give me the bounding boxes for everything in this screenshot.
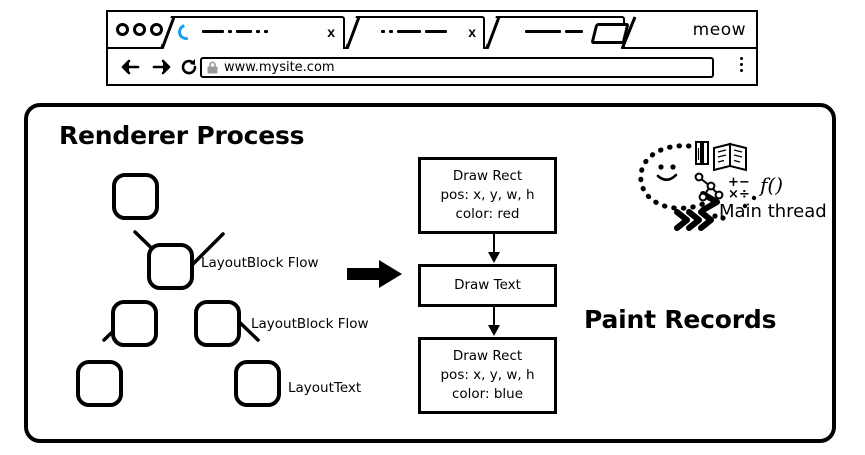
browser-tab-1[interactable]: x	[160, 16, 345, 49]
paint-record-3-op: Draw Rect	[452, 347, 523, 364]
url-input[interactable]: www.mysite.com	[200, 57, 714, 78]
tab-2-title	[381, 30, 447, 33]
svg-text:+−: +−	[728, 175, 750, 190]
svg-text:f(): f()	[758, 173, 783, 197]
paint-record-box-2: Draw Text	[418, 264, 557, 307]
tree-graph-icon	[694, 172, 724, 202]
kebab-menu-icon[interactable]	[740, 57, 743, 72]
tab-2-close-button[interactable]: x	[468, 24, 476, 40]
window-dot-close[interactable]	[116, 23, 129, 36]
paint-flow-arrow-1	[488, 234, 500, 263]
back-icon[interactable]	[120, 58, 140, 76]
browser-tab-2[interactable]: x	[345, 16, 485, 49]
tab-1-left-slant	[160, 16, 176, 49]
reload-icon[interactable]	[180, 58, 198, 76]
pencils-icon	[695, 141, 709, 165]
paint-records-heading: Paint Records	[584, 305, 777, 334]
paint-flow-arrow-2	[488, 307, 500, 336]
tab-1-title	[202, 30, 268, 33]
paint-record-3-color: color: blue	[451, 386, 524, 403]
paint-record-3-pos: pos: x, y, w, h	[440, 366, 535, 383]
layout-tree-node-block-3	[194, 300, 241, 347]
right-arrow-icon	[347, 260, 402, 288]
layout-tree-label-text: LayoutText	[288, 380, 362, 396]
window-controls	[116, 23, 163, 36]
layout-tree-node-block-1	[147, 243, 194, 290]
renderer-process-title: Renderer Process	[59, 121, 305, 150]
lock-icon	[207, 61, 218, 74]
paint-record-1-pos: pos: x, y, w, h	[440, 186, 535, 203]
paint-record-2-op: Draw Text	[454, 276, 521, 293]
book-icon	[713, 142, 747, 172]
paint-record-box-3: Draw Rect pos: x, y, w, h color: blue	[418, 337, 557, 414]
tab-1-close-button[interactable]: x	[327, 24, 335, 40]
math-symbols-icon: +− ×÷	[728, 175, 750, 202]
browser-window: x x x	[106, 10, 758, 86]
layout-tree-node-root	[112, 173, 159, 220]
new-tab-button[interactable]	[590, 23, 630, 44]
tab-3-right-slant	[620, 16, 637, 49]
tab-3-left-slant	[485, 16, 501, 49]
layout-tree-node-text-1	[76, 360, 123, 407]
browser-toolbar: www.mysite.com	[108, 49, 756, 86]
main-thread-work-icons: +− ×÷ f()	[694, 141, 783, 209]
tab-1-background	[160, 16, 345, 49]
window-dot-minimize[interactable]	[133, 23, 146, 36]
url-text: www.mysite.com	[224, 60, 335, 75]
window-dot-maximize[interactable]	[150, 23, 163, 36]
layout-tree-label-block-flow-1: LayoutBlock Flow	[201, 255, 319, 271]
paint-record-1-op: Draw Rect	[452, 167, 523, 184]
layout-tree-label-block-flow-2: LayoutBlock Flow	[251, 316, 369, 332]
function-icon: f()	[758, 173, 783, 197]
tab-2-left-slant	[345, 16, 361, 49]
forward-icon[interactable]	[152, 58, 172, 76]
main-thread-label: Main thread	[719, 201, 827, 222]
layout-tree-node-block-2	[111, 300, 158, 347]
tab-strip: x x x	[108, 12, 756, 49]
browser-brand-label: meow	[692, 20, 746, 40]
layout-tree-node-text-2	[234, 360, 281, 407]
tab-3-title	[525, 30, 583, 33]
dotted-smiley-face	[638, 143, 726, 231]
paint-record-1-color: color: red	[455, 206, 520, 223]
svg-text:×÷: ×÷	[728, 187, 750, 202]
paint-record-box-1: Draw Rect pos: x, y, w, h color: red	[418, 157, 557, 234]
